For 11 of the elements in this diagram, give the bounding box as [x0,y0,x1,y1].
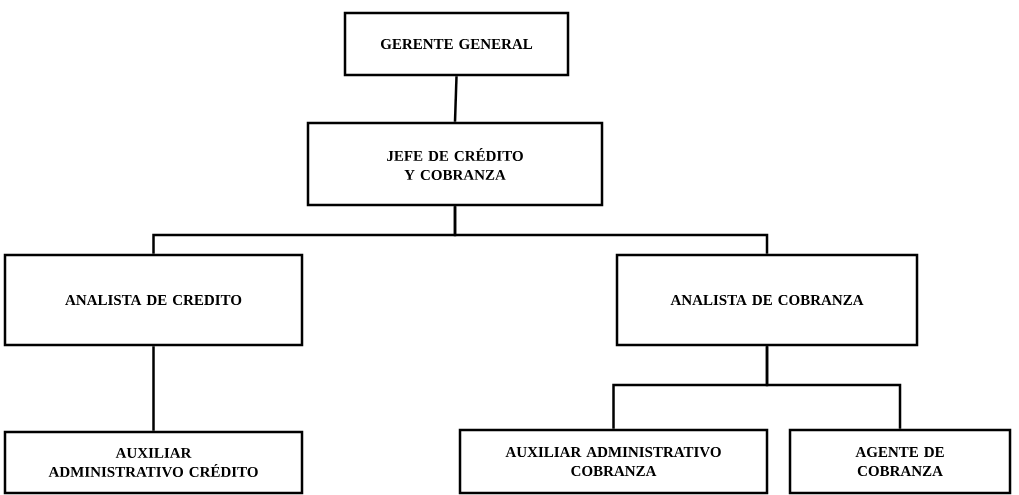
org-box: AUXILIAR ADMINISTRATIVO COBRANZA [458,428,769,495]
org-box: ANALISTA DE CREDITO [3,253,304,347]
connector-line [453,76,458,122]
connector-line [152,346,155,431]
org-box: AUXILIAR ADMINISTRATIVO CRÉDITO [3,430,304,495]
org-box: AGENTE DE COBRANZA [788,428,1012,495]
connector-line [453,206,769,254]
org-box: GERENTE GENERAL [343,11,570,77]
org-box: JEFE DE CRÉDITO Y COBRANZA [306,121,604,207]
connector-line [765,346,902,429]
org-box: ANALISTA DE COBRANZA [615,253,919,347]
